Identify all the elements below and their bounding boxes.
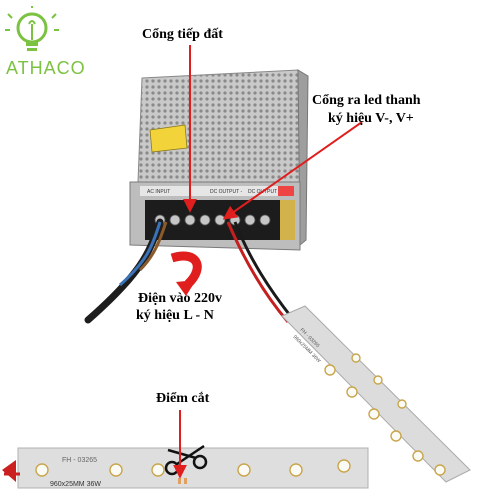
adjust-pot [280,200,295,240]
power-in-label-line2: ký hiệu L - N [136,308,214,323]
diag-strip-leds [324,353,446,476]
power-in-label-line1: Điện vào 220v [138,291,222,306]
psu-top-mesh [137,69,301,183]
lightbulb-logo-icon [5,6,59,51]
dc-output-label-2: DC OUTPUT + [248,189,281,195]
annotation-arrows [170,45,363,479]
psu-red-tag [278,186,294,196]
dc-output-label-1: DC OUTPUT - [210,189,242,195]
psu-label-strip [140,186,290,196]
ground-port-label: Cổng tiếp đất [142,27,223,42]
bottom-strip-spec: 960x25MM 36W [50,481,101,488]
output-port-label-line2: ký hiệu V-, V+ [328,111,414,126]
output-port-label-line1: Cổng ra led thanh [312,93,421,108]
dc-output-wires [226,221,294,323]
arrow-output-port [222,121,363,220]
ac-input-label: AC INPUT [147,189,170,195]
power-supply: AC INPUT DC OUTPUT - DC OUTPUT + [129,69,309,251]
brand-name: ATHACO [6,58,86,78]
warning-sticker [149,124,188,153]
ac-input-wires [84,218,168,324]
bottom-strip-model: FH - 03265 [62,457,97,464]
bottom-strip-leds [35,459,351,477]
cut-point-label: Điểm cắt [156,391,210,406]
brand-logo: ATHACO [2,6,92,78]
arrow-power-in [170,251,202,288]
scissors-icon [164,444,208,476]
